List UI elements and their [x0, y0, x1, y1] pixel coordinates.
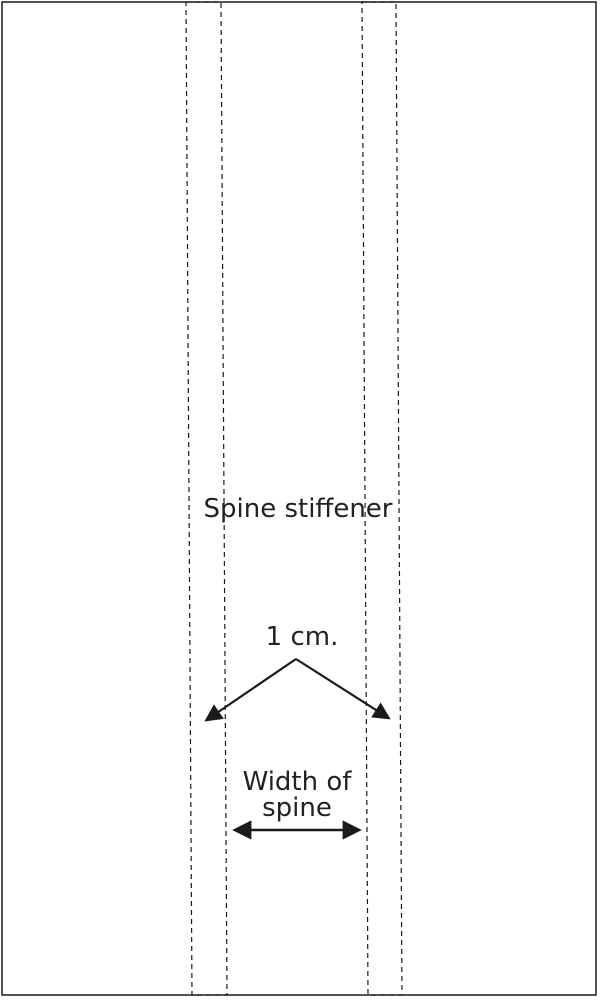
left-margin-strip	[185, 1, 228, 996]
right-margin-strip	[361, 1, 403, 996]
width-of-spine-label-line1: Width of	[243, 767, 353, 797]
one-cm-label: 1 cm.	[266, 622, 339, 652]
one-cm-right-arrow	[295, 658, 391, 720]
spine-stiffener-label: Spine stiffener	[203, 494, 392, 524]
one-cm-left-arrow	[204, 658, 297, 722]
width-of-spine-label-line2: spine	[262, 793, 332, 823]
